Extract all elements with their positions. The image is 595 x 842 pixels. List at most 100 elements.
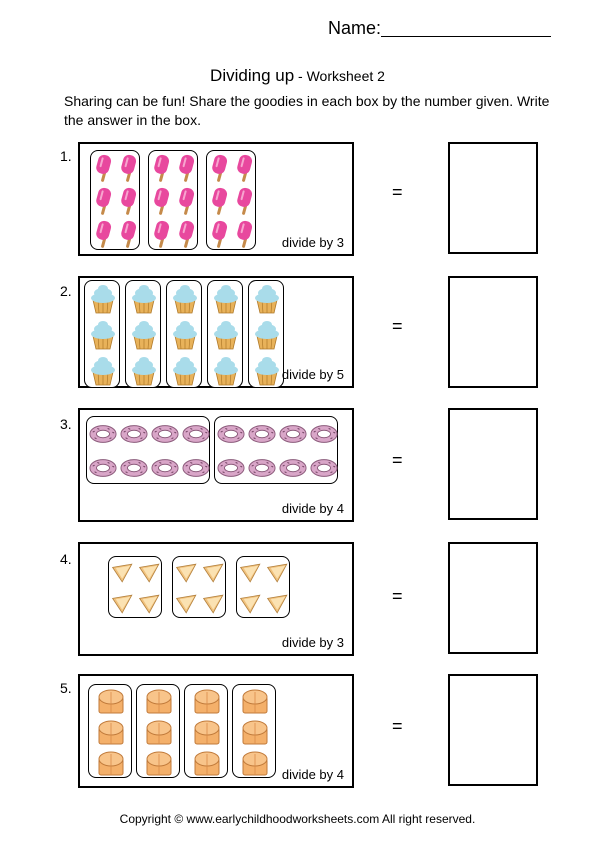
equals-sign: = — [392, 450, 403, 470]
popsicle-icon — [152, 186, 172, 221]
bread-loaf-icon — [95, 750, 127, 781]
answer-box[interactable] — [448, 276, 538, 388]
copyright-footer: Copyright © www.earlychildhoodworksheets… — [119, 812, 476, 826]
bread-loaf-icon — [239, 750, 271, 781]
problem-box: divide by 3 — [78, 142, 354, 256]
item-group — [166, 280, 202, 388]
donut-icon — [88, 458, 117, 483]
answer-box[interactable] — [448, 408, 538, 520]
cupcake-icon — [129, 356, 159, 391]
donut-icon — [309, 458, 338, 483]
name-label: Name: — [328, 18, 382, 38]
problem-box: divide by 4 — [78, 674, 354, 788]
instructions: Sharing can be fun! Share the goodies in… — [64, 93, 550, 128]
divide-label: divide by 3 — [281, 635, 344, 650]
bread-loaf-icon — [143, 688, 175, 719]
cupcake-icon — [129, 320, 159, 355]
item-group — [90, 150, 140, 250]
donut-icon — [119, 458, 148, 483]
item-group — [86, 416, 210, 484]
popsicle-icon — [235, 153, 255, 188]
donut-icon — [309, 424, 338, 449]
cupcake-icon — [252, 356, 282, 391]
donut-icon — [247, 458, 276, 483]
donut-icon — [216, 424, 245, 449]
donut-icon — [181, 458, 210, 483]
equals-sign: = — [392, 182, 403, 202]
cupcake-icon — [88, 320, 118, 355]
divide-label: divide by 3 — [281, 235, 344, 250]
donut-icon — [150, 424, 179, 449]
popsicle-icon — [235, 219, 255, 254]
donut-icon — [181, 424, 210, 449]
popsicle-icon — [94, 219, 114, 254]
popsicle-icon — [152, 219, 172, 254]
sandwich-icon — [202, 593, 226, 620]
sandwich-icon — [202, 562, 226, 589]
equals-sign: = — [392, 316, 403, 336]
bread-loaf-icon — [191, 688, 223, 719]
bread-loaf-icon — [143, 719, 175, 750]
item-group — [214, 416, 338, 484]
popsicle-icon — [152, 153, 172, 188]
cupcake-icon — [88, 356, 118, 391]
sandwich-icon — [175, 593, 199, 620]
problem-number: 2. — [60, 283, 72, 299]
donut-icon — [88, 424, 117, 449]
popsicle-icon — [119, 153, 139, 188]
popsicle-icon — [119, 219, 139, 254]
cupcake-icon — [170, 284, 200, 319]
answer-box[interactable] — [448, 674, 538, 786]
donut-icon — [247, 424, 276, 449]
title-sub: - Worksheet 2 — [294, 68, 385, 84]
popsicle-icon — [210, 153, 230, 188]
worksheet-title: Dividing up - Worksheet 2 — [0, 66, 595, 86]
answer-box[interactable] — [448, 542, 538, 654]
popsicle-icon — [177, 153, 197, 188]
cupcake-icon — [129, 284, 159, 319]
sandwich-icon — [111, 593, 135, 620]
sandwich-icon — [239, 562, 263, 589]
donut-icon — [119, 424, 148, 449]
problem-number: 1. — [60, 148, 72, 164]
name-line[interactable] — [381, 36, 551, 37]
cupcake-icon — [211, 284, 241, 319]
sandwich-icon — [138, 593, 162, 620]
equals-sign: = — [392, 586, 403, 606]
cupcake-icon — [88, 284, 118, 319]
cupcake-icon — [170, 320, 200, 355]
popsicle-icon — [235, 186, 255, 221]
item-group — [172, 556, 226, 618]
item-group — [236, 556, 290, 618]
bread-loaf-icon — [143, 750, 175, 781]
sandwich-icon — [175, 562, 199, 589]
popsicle-icon — [119, 186, 139, 221]
donut-icon — [216, 458, 245, 483]
problem-number: 4. — [60, 551, 72, 567]
equals-sign: = — [392, 716, 403, 736]
cupcake-icon — [252, 284, 282, 319]
problem-box: divide by 3 — [78, 542, 354, 656]
item-group — [136, 684, 180, 778]
popsicle-icon — [177, 186, 197, 221]
sandwich-icon — [138, 562, 162, 589]
divide-label: divide by 4 — [281, 501, 344, 516]
bread-loaf-icon — [239, 688, 271, 719]
sandwich-icon — [266, 562, 290, 589]
divide-label: divide by 5 — [281, 367, 344, 382]
popsicle-icon — [94, 153, 114, 188]
sandwich-icon — [239, 593, 263, 620]
divide-label: divide by 4 — [281, 767, 344, 782]
bread-loaf-icon — [191, 750, 223, 781]
answer-box[interactable] — [448, 142, 538, 254]
item-group — [84, 280, 120, 388]
popsicle-icon — [94, 186, 114, 221]
item-group — [206, 150, 256, 250]
item-group — [108, 556, 162, 618]
item-group — [88, 684, 132, 778]
donut-icon — [278, 458, 307, 483]
bread-loaf-icon — [239, 719, 271, 750]
problem-box: divide by 4 — [78, 408, 354, 522]
cupcake-icon — [211, 356, 241, 391]
item-group — [148, 150, 198, 250]
